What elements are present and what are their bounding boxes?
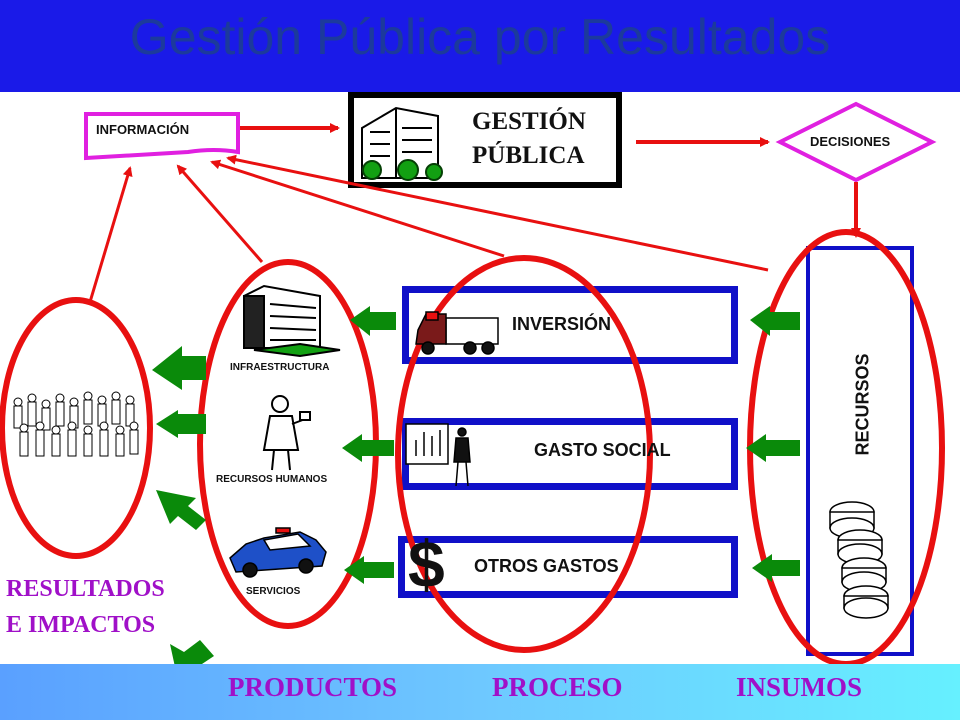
page-title: Gestión Pública por Resultados	[129, 9, 831, 65]
arrow-productos-to-info	[176, 164, 264, 263]
footer-bar	[0, 664, 960, 720]
decisiones-label: DECISIONES	[810, 134, 891, 149]
decisiones-diamond	[775, 101, 937, 183]
gestion-publica-label-2: PÚBLICA	[472, 142, 585, 169]
informacion-label: INFORMACIÓN	[96, 122, 190, 137]
arrow-insumos-to-info	[226, 154, 769, 272]
dollar-icon: $	[408, 527, 445, 601]
footer-proceso: PROCESO	[492, 672, 623, 702]
inversion-label: INVERSIÓN	[512, 314, 612, 334]
infraestructura-label: INFRAESTRUCTURA	[230, 362, 330, 373]
footer-insumos: INSUMOS	[736, 672, 863, 702]
recursos-humanos-label: RECURSOS HUMANOS	[216, 474, 328, 485]
header-bar	[0, 0, 960, 92]
servicios-label: SERVICIOS	[246, 586, 301, 597]
gestion-publica-label-1: GESTIÓN	[472, 108, 586, 135]
recursos-label: RECURSOS	[852, 353, 873, 456]
proceso-ellipse	[395, 255, 653, 653]
arrow-resultados-to-info	[88, 166, 133, 303]
otros-gastos-label: OTROS GASTOS	[474, 556, 619, 576]
police-car-icon	[229, 527, 327, 578]
coins-icon	[829, 501, 889, 619]
chart-person-icon	[405, 423, 471, 487]
truck-icon	[415, 311, 499, 355]
building-icon	[361, 106, 443, 181]
resultados-label-2: E IMPACTOS	[6, 612, 156, 638]
arrow-proceso-to-info	[210, 159, 505, 258]
otros-gastos-box	[398, 536, 738, 598]
resultados-label-1: RESULTADOS	[6, 576, 165, 602]
footer-productos: PRODUCTOS	[228, 672, 398, 702]
crowd-icon	[13, 391, 139, 457]
gasto-social-label: GASTO SOCIAL	[534, 440, 671, 460]
infraestructura-icon	[243, 284, 341, 358]
nurse-icon	[262, 395, 311, 471]
resultados-ellipse	[0, 297, 153, 559]
informacion-shape	[84, 112, 240, 161]
gasto-social-box	[402, 418, 738, 490]
